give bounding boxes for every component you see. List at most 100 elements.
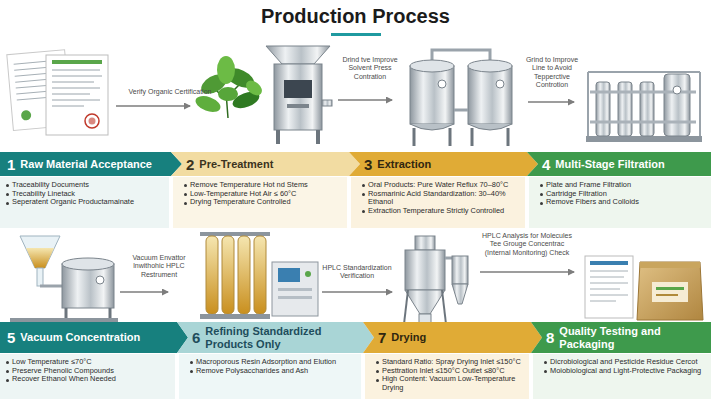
spray-dryer bbox=[445, 257, 452, 260]
step-bullet: Extraction Temperature Strictly Controll… bbox=[361, 207, 522, 216]
step-body-panel bbox=[173, 177, 347, 228]
report-and-package bbox=[656, 294, 678, 296]
extraction-tanks bbox=[468, 66, 512, 124]
title-underline bbox=[331, 33, 381, 36]
step-header: 7Drying bbox=[363, 322, 542, 353]
vacuum-concentrator bbox=[37, 268, 43, 286]
process-step: 2 Pre-TreatmentRemove Temperature Hot nd … bbox=[171, 152, 360, 228]
vacuum-concentrator bbox=[40, 285, 62, 288]
vacuum-concentrator bbox=[96, 276, 104, 284]
annotation-label: HPLC Standardization Verification bbox=[320, 264, 394, 281]
extraction-tanks bbox=[507, 128, 510, 146]
step-chevron bbox=[177, 322, 374, 353]
drying-machine bbox=[274, 64, 322, 130]
drying-machine bbox=[287, 104, 309, 108]
drying-machine bbox=[266, 46, 332, 144]
annotation-label: Vacuum Envattor lnwithohic HPLC Restrume… bbox=[118, 254, 200, 279]
step-bullet: Remove Fibers and Colloids bbox=[539, 198, 707, 207]
resin-columns bbox=[222, 236, 234, 314]
step-chevron bbox=[0, 322, 188, 353]
step-chevron bbox=[363, 322, 542, 353]
spray-dryer bbox=[452, 256, 468, 284]
step-bullet: Moiobiological and Light-Protective Pack… bbox=[543, 367, 707, 376]
step-body: Plate and Frame FiltrationCartridge Filt… bbox=[527, 177, 711, 228]
filtration-skid bbox=[590, 92, 696, 122]
step-body-panel bbox=[351, 177, 525, 228]
extraction-tanks bbox=[468, 124, 512, 130]
step-title: Drying bbox=[391, 331, 426, 343]
spray-dryer bbox=[405, 250, 445, 290]
step-bullet: Low Temperature ≤70°C bbox=[5, 358, 172, 367]
vacuum-concentrator bbox=[62, 264, 114, 308]
report-and-package bbox=[637, 262, 703, 320]
step-bullet: Seperatent Organic Productamainate bbox=[5, 198, 166, 207]
step-title: Raw Material Acceptance bbox=[20, 158, 152, 170]
annotation-label: HPLC Analysis for Molecules Tee Grouge C… bbox=[478, 232, 576, 257]
spray-dryer bbox=[452, 284, 468, 304]
spray-dryer bbox=[404, 290, 408, 324]
flow-arrow bbox=[338, 99, 392, 101]
hplc-instrument bbox=[278, 296, 312, 299]
filtration-skid bbox=[664, 74, 690, 136]
step-number: 1 bbox=[7, 157, 15, 172]
step-number: 2 bbox=[186, 157, 194, 172]
step-body: Low Temperature ≤70°CPreserve Phenolic C… bbox=[0, 354, 175, 399]
spray-dryer bbox=[442, 290, 446, 324]
step-bullet: Dicrobiological and Pesticide Residue Ce… bbox=[543, 358, 707, 367]
report-and-package bbox=[652, 282, 688, 302]
step-title: Refining Standardized Products Only bbox=[205, 325, 361, 349]
hplc-instrument bbox=[305, 271, 311, 277]
filtration-skid bbox=[588, 72, 700, 136]
spray-dryer bbox=[415, 236, 435, 250]
filtration-skid bbox=[618, 82, 632, 136]
extraction-tanks bbox=[471, 128, 474, 146]
certificate-documents bbox=[7, 50, 108, 135]
process-step: 7DryingStandard Ratio: Spray Drying Inle… bbox=[363, 322, 542, 399]
step-chevron bbox=[0, 152, 182, 176]
extraction-tanks bbox=[496, 80, 504, 88]
spray-dryer bbox=[419, 314, 431, 323]
herb-leaves bbox=[243, 78, 265, 99]
drying-machine bbox=[276, 130, 280, 144]
hplc-instrument bbox=[272, 262, 318, 316]
step-bullet: Plate and Frame Filtration bbox=[539, 181, 707, 190]
herb-leaves bbox=[218, 87, 238, 101]
step-chevron bbox=[171, 152, 360, 176]
step-body-panel bbox=[529, 177, 711, 228]
extraction-tanks bbox=[410, 50, 512, 146]
flow-arrow bbox=[120, 291, 168, 293]
herb-leaves bbox=[193, 93, 222, 115]
vacuum-concentrator bbox=[10, 236, 118, 322]
step-title: Pre-Treatment bbox=[199, 158, 273, 170]
step-bullet: Rosmarinic Acid Standardization: 30–40% … bbox=[361, 190, 522, 207]
extraction-tanks bbox=[449, 128, 452, 146]
step-bullet: Standard Ratio: Spray Drying Inlet ≤150°… bbox=[375, 358, 526, 367]
certificate-documents bbox=[21, 110, 32, 121]
step-number: 5 bbox=[7, 330, 15, 345]
step-number: 4 bbox=[542, 157, 550, 172]
step-bullet: Remove Temperature Hot nd Stems bbox=[183, 181, 344, 190]
extraction-tanks bbox=[410, 66, 454, 124]
step-header: 6Refining Standardized Products Only bbox=[177, 322, 374, 353]
flow-arrow bbox=[528, 101, 574, 103]
vacuum-concentrator bbox=[62, 258, 114, 270]
vacuum-concentrator bbox=[20, 236, 60, 268]
step-title: Multi-Stage Filtration bbox=[555, 158, 664, 170]
extraction-tanks bbox=[410, 60, 454, 72]
step-body: Oral Products: Pure Water Reflux 70–80°C… bbox=[349, 177, 525, 228]
process-step: 8Quality Testing and PackagingDicrobiolo… bbox=[531, 322, 711, 399]
step-bullet: Low-Temperature Hot Air ≤ 60°C bbox=[183, 190, 344, 199]
step-header: 8Quality Testing and Packaging bbox=[531, 322, 711, 353]
filtration-skid bbox=[640, 82, 654, 136]
step-header: 3Extraction bbox=[349, 152, 538, 176]
step-title: Quality Testing and Packaging bbox=[559, 325, 705, 349]
step-bullet: High Content: Vacuum Low-Temperature Dry… bbox=[375, 375, 526, 392]
flow-arrow bbox=[480, 271, 574, 273]
step-body-panel bbox=[0, 354, 175, 399]
step-header: 1 Raw Material Acceptance bbox=[0, 152, 182, 176]
step-body: Macroporous Resin Adsorption and Elution… bbox=[177, 354, 361, 399]
step-body: Remove Temperature Hot nd StemsLow-Tempe… bbox=[171, 177, 347, 228]
step-bullet: Cartridge Filtration bbox=[539, 190, 707, 199]
certificate-documents bbox=[52, 70, 102, 106]
extraction-tanks bbox=[454, 109, 468, 112]
